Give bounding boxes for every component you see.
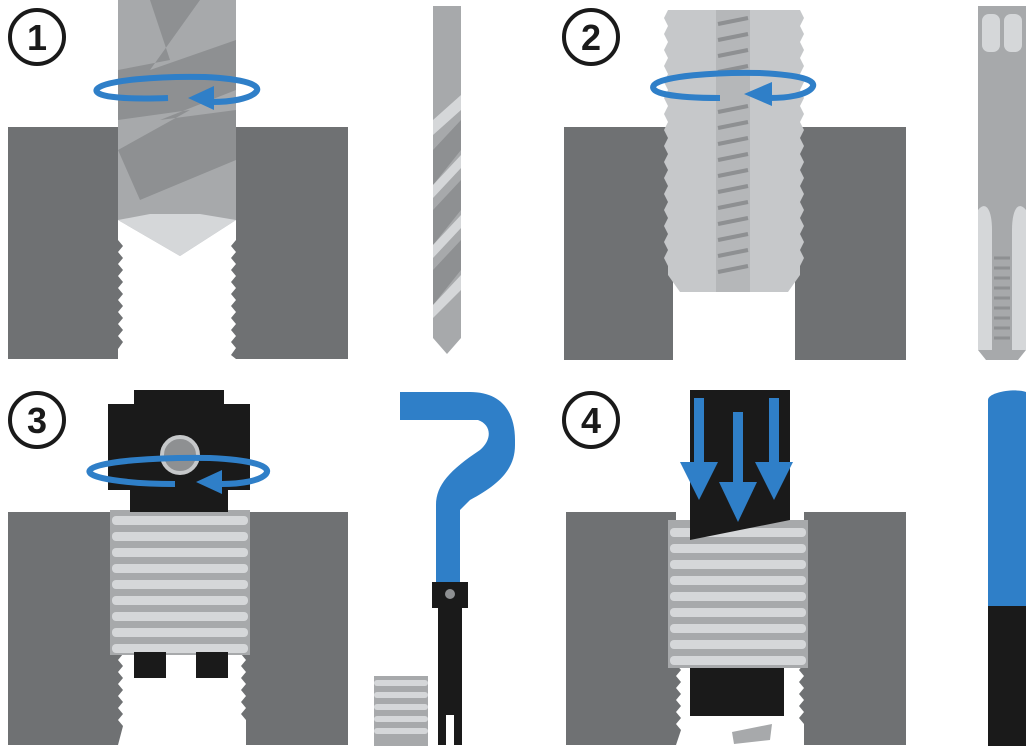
tap-icon <box>978 6 1026 360</box>
step-2-badge: 2 <box>562 8 620 66</box>
step-3-panel: 3 <box>8 390 515 746</box>
step-4-badge: 4 <box>562 391 620 449</box>
step-1-number: 1 <box>27 17 47 58</box>
step-2-tap <box>664 10 804 292</box>
step-3-rotate-arrow-icon <box>86 454 271 494</box>
step-4-panel: 4 <box>562 390 1026 746</box>
step-3-number: 3 <box>27 400 47 441</box>
step-2-panel: 2 <box>562 6 1026 360</box>
spare-coil-icon <box>374 676 428 746</box>
step-1-drill-bit <box>118 0 236 256</box>
step-1-panel: 1 <box>8 0 461 359</box>
step-4-down-arrows-icon <box>680 398 793 522</box>
insert-tool-icon <box>374 392 515 746</box>
step-2-rotate-arrow-icon <box>650 69 817 106</box>
step-3-badge: 3 <box>8 391 66 449</box>
step-2-number: 2 <box>581 17 601 58</box>
punch-tool-icon <box>988 390 1026 746</box>
step-4-coil-insert <box>668 520 808 668</box>
drill-bit-icon <box>433 6 461 354</box>
step-4-number: 4 <box>581 400 601 441</box>
step-1-badge: 1 <box>8 8 66 66</box>
step-3-coil-insert <box>110 510 250 655</box>
step-1-rotate-arrow-icon <box>93 73 261 110</box>
